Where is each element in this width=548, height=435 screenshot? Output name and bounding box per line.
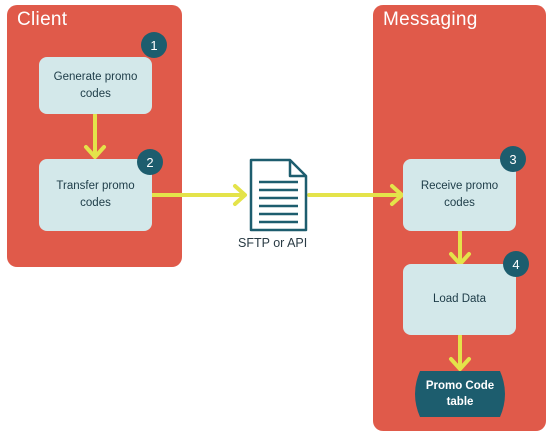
step-2-label: Transfer promo codes: [56, 180, 135, 209]
client-lane-title: Client: [17, 9, 68, 30]
step-transfer-promo-codes: Transfer promo codes: [39, 159, 152, 231]
step-1-badge: 1: [141, 32, 167, 58]
step-4-number: 4: [512, 256, 520, 272]
step-1-number: 1: [150, 37, 158, 53]
step-receive-promo-codes: Receive promo codes: [403, 159, 516, 231]
step-2-badge: 2: [137, 149, 163, 175]
step-3-label: Receive promo codes: [420, 180, 499, 209]
step-3-number: 3: [509, 151, 517, 167]
step-4-badge: 4: [503, 251, 529, 277]
step-generate-promo-codes: Generate promo codes: [39, 57, 152, 114]
promo-code-table-shape: [415, 371, 505, 417]
arrowhead-table: [449, 357, 471, 371]
document-icon: [249, 158, 308, 232]
step-4-label: Load Data: [432, 293, 487, 305]
step-3-badge: 3: [500, 146, 526, 172]
transfer-method-label: SFTP or API: [238, 236, 308, 250]
messaging-lane-title: Messaging: [383, 9, 478, 30]
arrowhead-step2: [84, 145, 106, 159]
step-load-data: Load Data: [403, 264, 516, 335]
arrowhead-step3: [390, 184, 404, 206]
step-2-number: 2: [146, 154, 154, 170]
step-1-label: Generate promo codes: [53, 70, 138, 100]
promo-code-table-label: Promo Code table: [425, 380, 495, 408]
arrowhead-document: [233, 184, 247, 206]
